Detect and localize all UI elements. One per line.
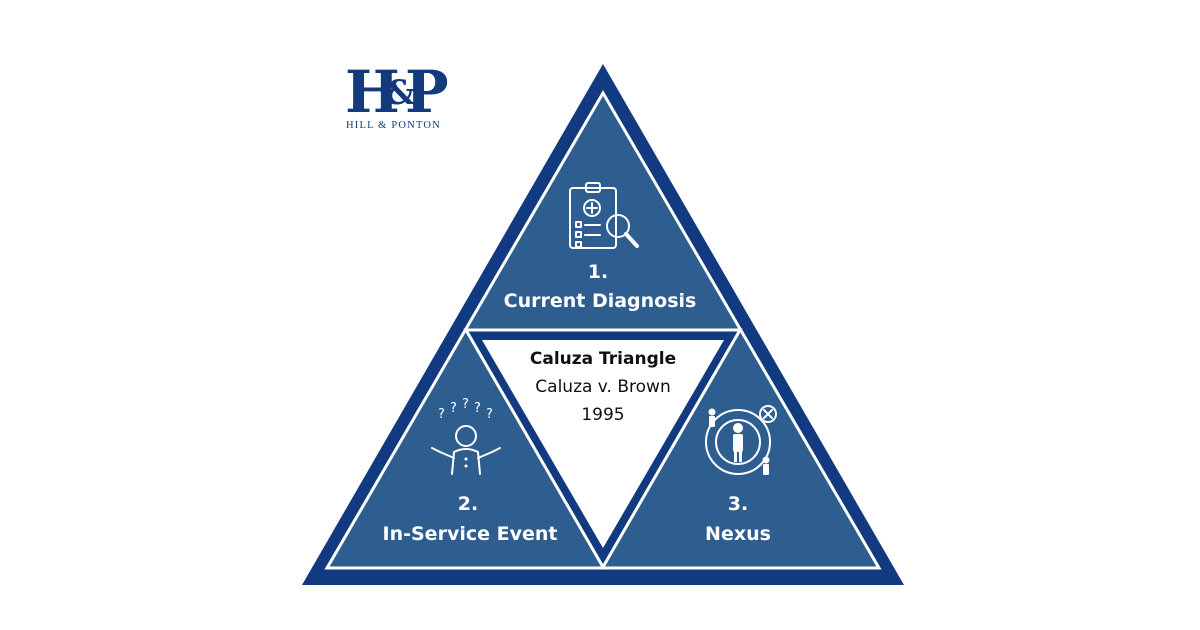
center-year: 1995: [581, 405, 624, 425]
logo-letter-h: H: [345, 58, 400, 126]
person-connection-icon: [705, 405, 777, 475]
section-label-current-diagnosis: Current Diagnosis: [504, 290, 697, 312]
logo-subtitle: HILL & PONTON: [346, 120, 441, 131]
center-title: Caluza Triangle: [530, 349, 676, 369]
svg-text:?: ?: [450, 401, 457, 416]
svg-text:?: ?: [462, 397, 469, 412]
svg-text:?: ?: [438, 407, 445, 422]
section-label-nexus: Nexus: [705, 523, 771, 545]
clipboard-magnifier-icon: [569, 182, 639, 249]
section-label-in-service-event: In-Service Event: [383, 523, 558, 545]
section-number-1: 1.: [588, 261, 608, 283]
section-current-diagnosis: 1. Current Diagnosis: [504, 182, 697, 312]
logo-letter-p: P: [405, 58, 449, 126]
section-in-service-event: ? ? ? ? ? 2. In-Service Event: [383, 397, 558, 545]
confused-person-icon: ? ? ? ? ?: [431, 397, 501, 475]
section-number-2: 2.: [458, 493, 478, 515]
center-case: Caluza v. Brown: [535, 377, 670, 397]
section-number-3: 3.: [728, 493, 748, 515]
svg-text:?: ?: [474, 401, 481, 416]
center-triangle: [482, 340, 724, 548]
hill-ponton-logo: H & P HILL & PONTON: [345, 58, 449, 131]
svg-text:?: ?: [486, 407, 493, 422]
section-nexus: 3. Nexus: [705, 405, 777, 545]
logo-ampersand: &: [385, 73, 416, 113]
